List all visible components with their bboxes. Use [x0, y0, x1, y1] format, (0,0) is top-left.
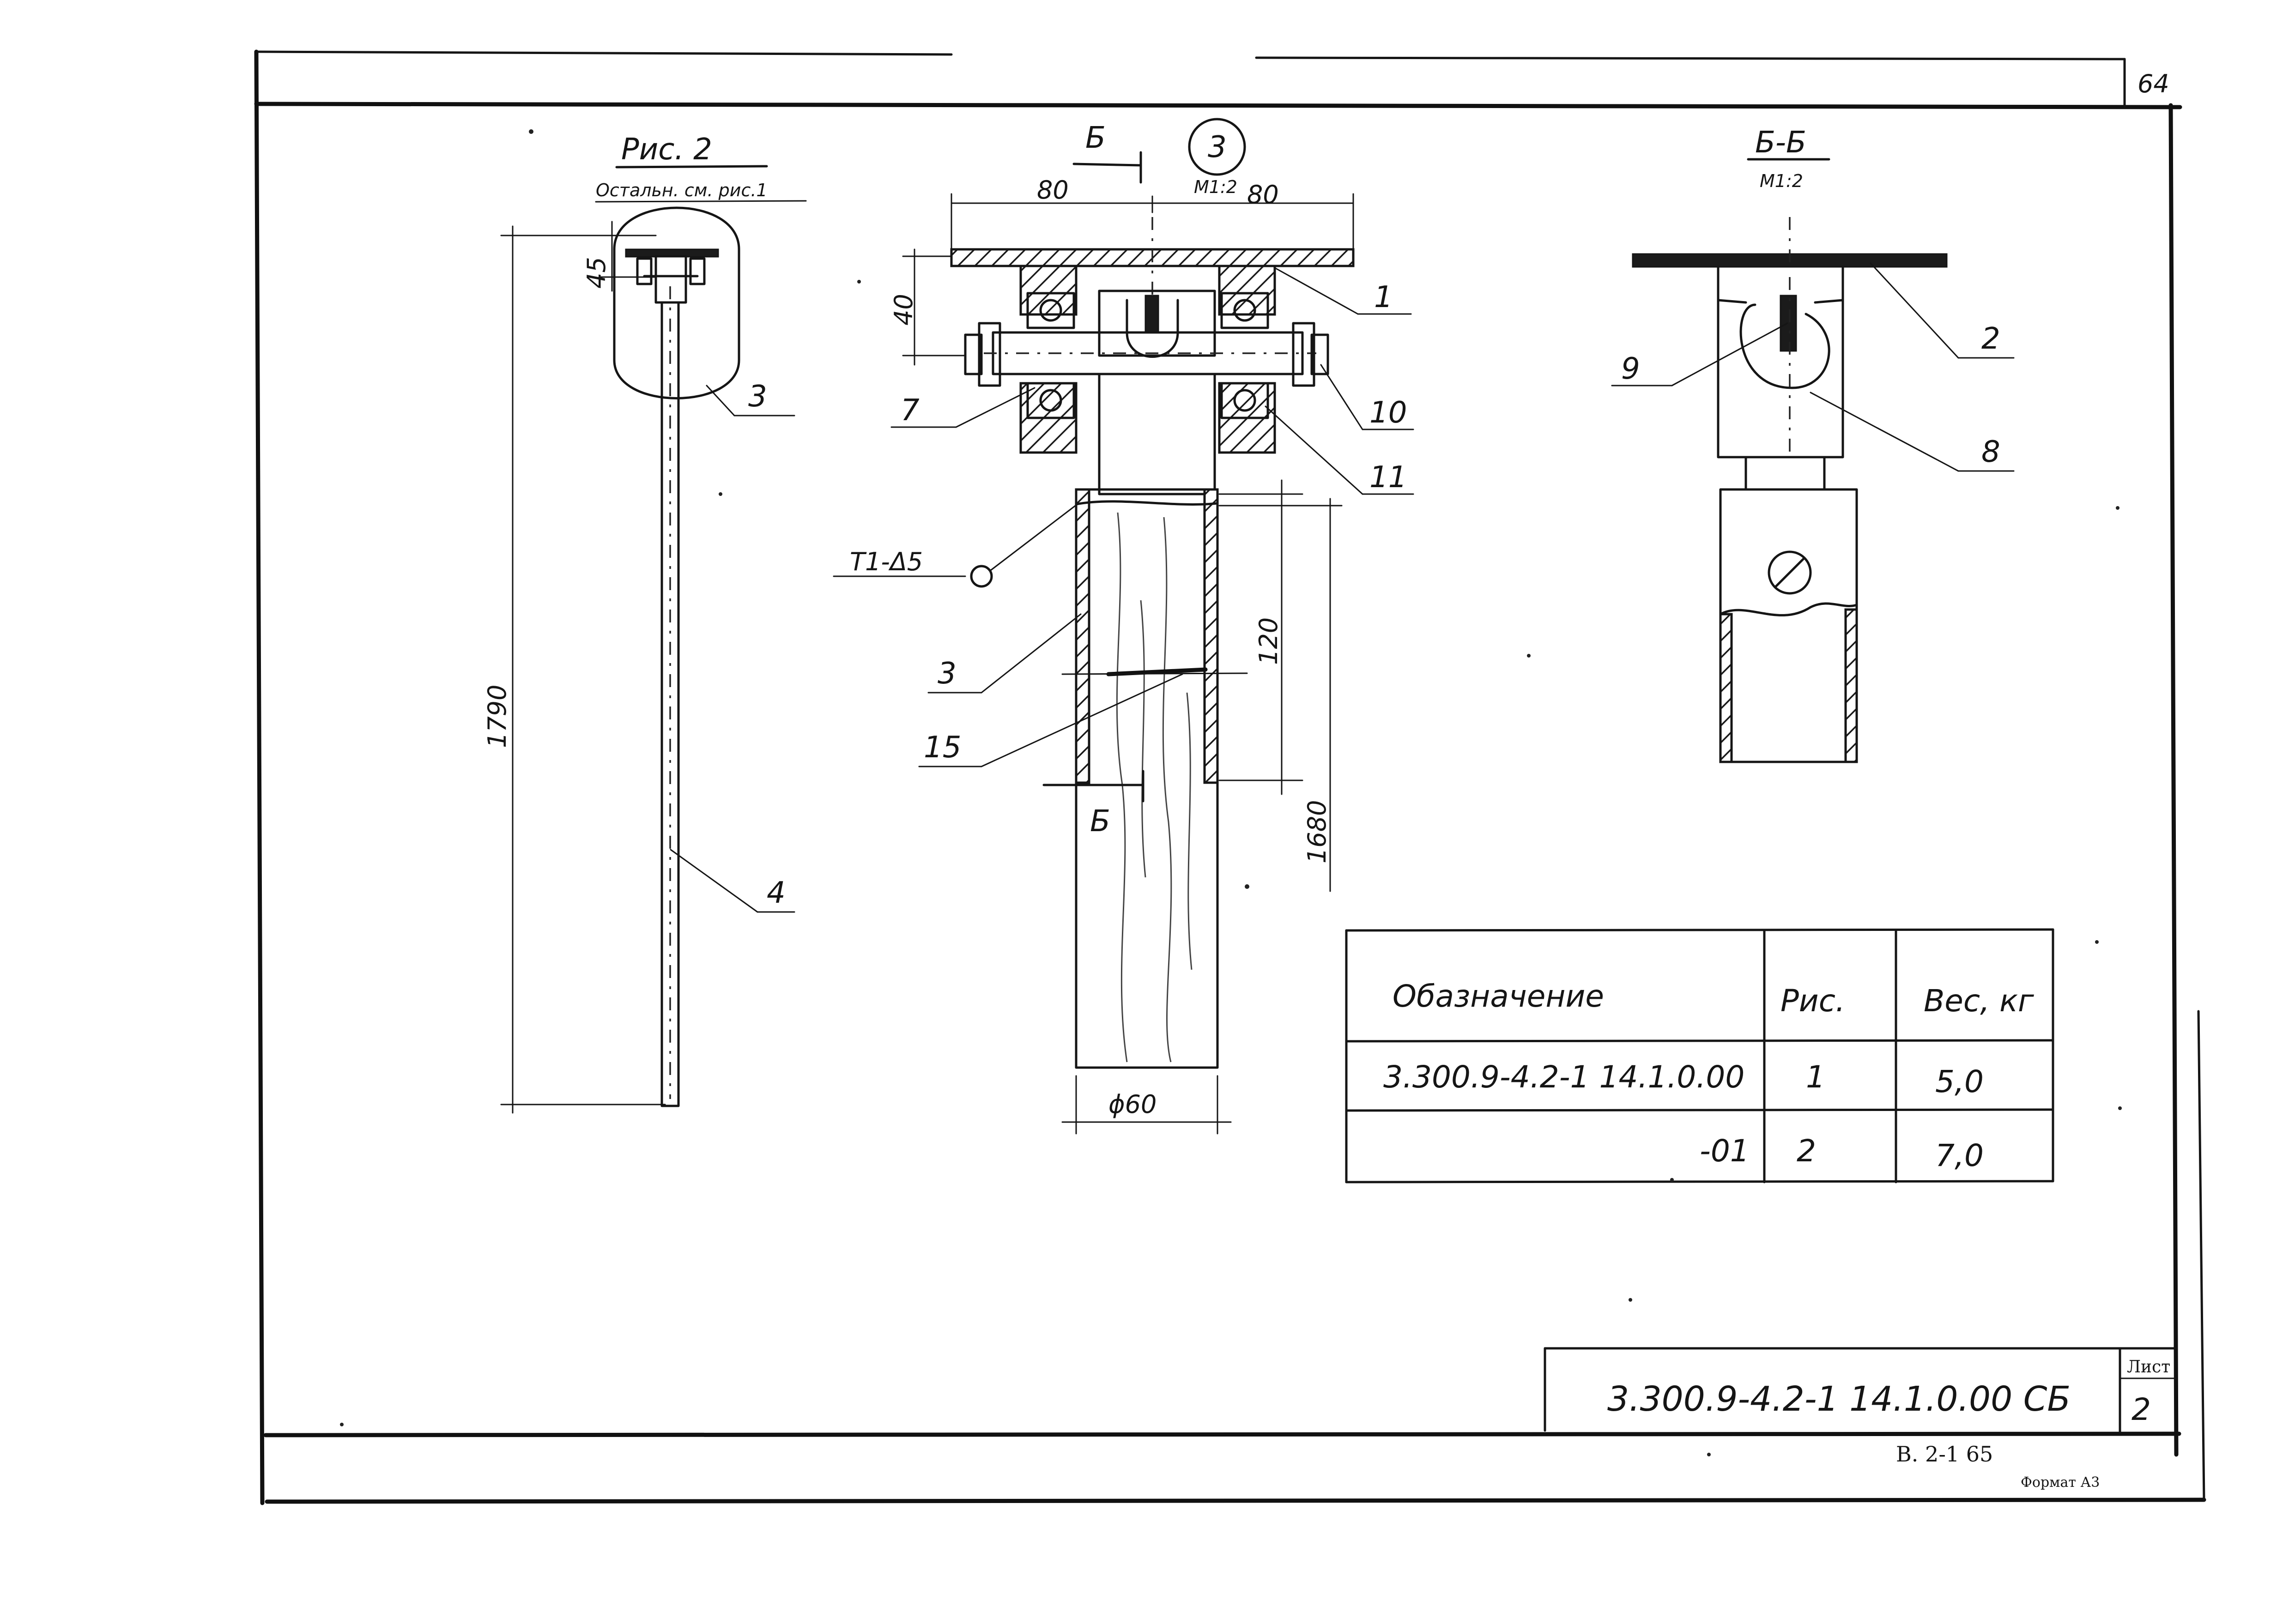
tube-wall-left — [1075, 488, 1090, 784]
section-scale: М1:2 — [1760, 171, 1803, 191]
section-view: Б-Б М1:2 9 2 8 — [1611, 126, 2015, 763]
spec-table: Обазначение Рис. Вес, кг 3.300.9-4.2-1 1… — [1345, 928, 2054, 1183]
tube-wall-right — [1203, 488, 1219, 784]
sheet-corner-number: 64 — [2138, 69, 2169, 98]
fig2-callout-4: 4 — [767, 876, 786, 910]
footer-series: В. 2-1 65 — [1896, 1442, 1993, 1467]
footer-format: Формат А3 — [2021, 1474, 2100, 1491]
detail-number-circle — [1188, 118, 1246, 176]
main-view: Б 3 М1:2 80 80 — [833, 118, 1414, 1135]
section-screw-head — [1768, 550, 1812, 595]
dim-120: 120 — [1254, 617, 1283, 665]
section-pipe — [1719, 488, 1858, 763]
fig2-callout-3: 3 — [748, 380, 767, 414]
weld-symbol: Т1-Δ5 — [850, 547, 923, 576]
detail-number: 3 — [1208, 130, 1227, 164]
bearing-lower-right — [1220, 382, 1269, 419]
title-designation: 3.300.9-4.2-1 14.1.0.00 СБ — [1607, 1379, 2071, 1419]
bearing-lower-left — [1026, 382, 1075, 419]
section-mark-bottom: Б — [1090, 804, 1110, 839]
sheet-frame — [254, 49, 2206, 1505]
main-scale: М1:2 — [1194, 177, 1237, 197]
callout-15: 15 — [924, 730, 961, 765]
section-title: Б-Б — [1755, 126, 1806, 160]
fig2-detail-outline — [613, 206, 740, 399]
callout-3-tube: 3 — [938, 657, 957, 691]
fig2-dim-45: 45 — [582, 257, 611, 289]
dim-40: 40 — [889, 294, 918, 326]
table-header-fig: Рис. — [1780, 983, 1845, 1019]
fig2-subtitle: Остальн. см. рис.1 — [596, 180, 768, 200]
callout-8: 8 — [1981, 435, 2000, 469]
title-sheet-label: Лист — [2127, 1358, 2170, 1376]
bearing-upper-right — [1220, 292, 1269, 329]
dim-1680: 1680 — [1302, 800, 1332, 863]
section-mark-top: Б — [1085, 121, 1106, 155]
fig2-rod — [660, 301, 680, 1107]
fig2-view: Рис. 2 Остальн. см. рис.1 45 1790 3 4 — [483, 133, 807, 1114]
bearing-upper-left — [1026, 292, 1075, 329]
table-row2-designation: -01 — [1700, 1133, 1750, 1169]
section-bracket — [1717, 266, 1844, 459]
callout-1: 1 — [1374, 280, 1393, 314]
scan-specks — [340, 129, 2122, 1456]
table-header-designation: Обазначение — [1393, 978, 1604, 1014]
table-row2-fig: 2 — [1797, 1133, 1816, 1169]
dim-80-right: 80 — [1247, 180, 1279, 209]
dim-80-left: 80 — [1037, 175, 1069, 205]
fig2-dim-1790: 1790 — [483, 685, 512, 748]
wooden-pole — [1075, 488, 1219, 1069]
callout-7: 7 — [901, 393, 920, 428]
title-sheet-number: 2 — [2132, 1392, 2151, 1427]
callout-11: 11 — [1369, 460, 1407, 495]
table-row2-weight: 7,0 — [1935, 1138, 1984, 1173]
fig2-title: Рис. 2 — [621, 133, 712, 167]
callout-2: 2 — [1981, 322, 2000, 356]
dim-diameter-60: ϕ60 — [1108, 1090, 1157, 1119]
callout-9: 9 — [1621, 352, 1640, 386]
table-header-weight: Вес, кг — [1924, 983, 2034, 1019]
table-row1-designation: 3.300.9-4.2-1 14.1.0.00 — [1383, 1059, 1744, 1095]
shaft-pin-cavity — [1126, 299, 1179, 358]
title-block: 3.300.9-4.2-1 14.1.0.00 СБ Лист 2 — [1544, 1347, 2178, 1433]
callout-10: 10 — [1369, 396, 1407, 430]
table-row1-weight: 5,0 — [1935, 1064, 1984, 1099]
table-row1-fig: 1 — [1806, 1059, 1825, 1095]
